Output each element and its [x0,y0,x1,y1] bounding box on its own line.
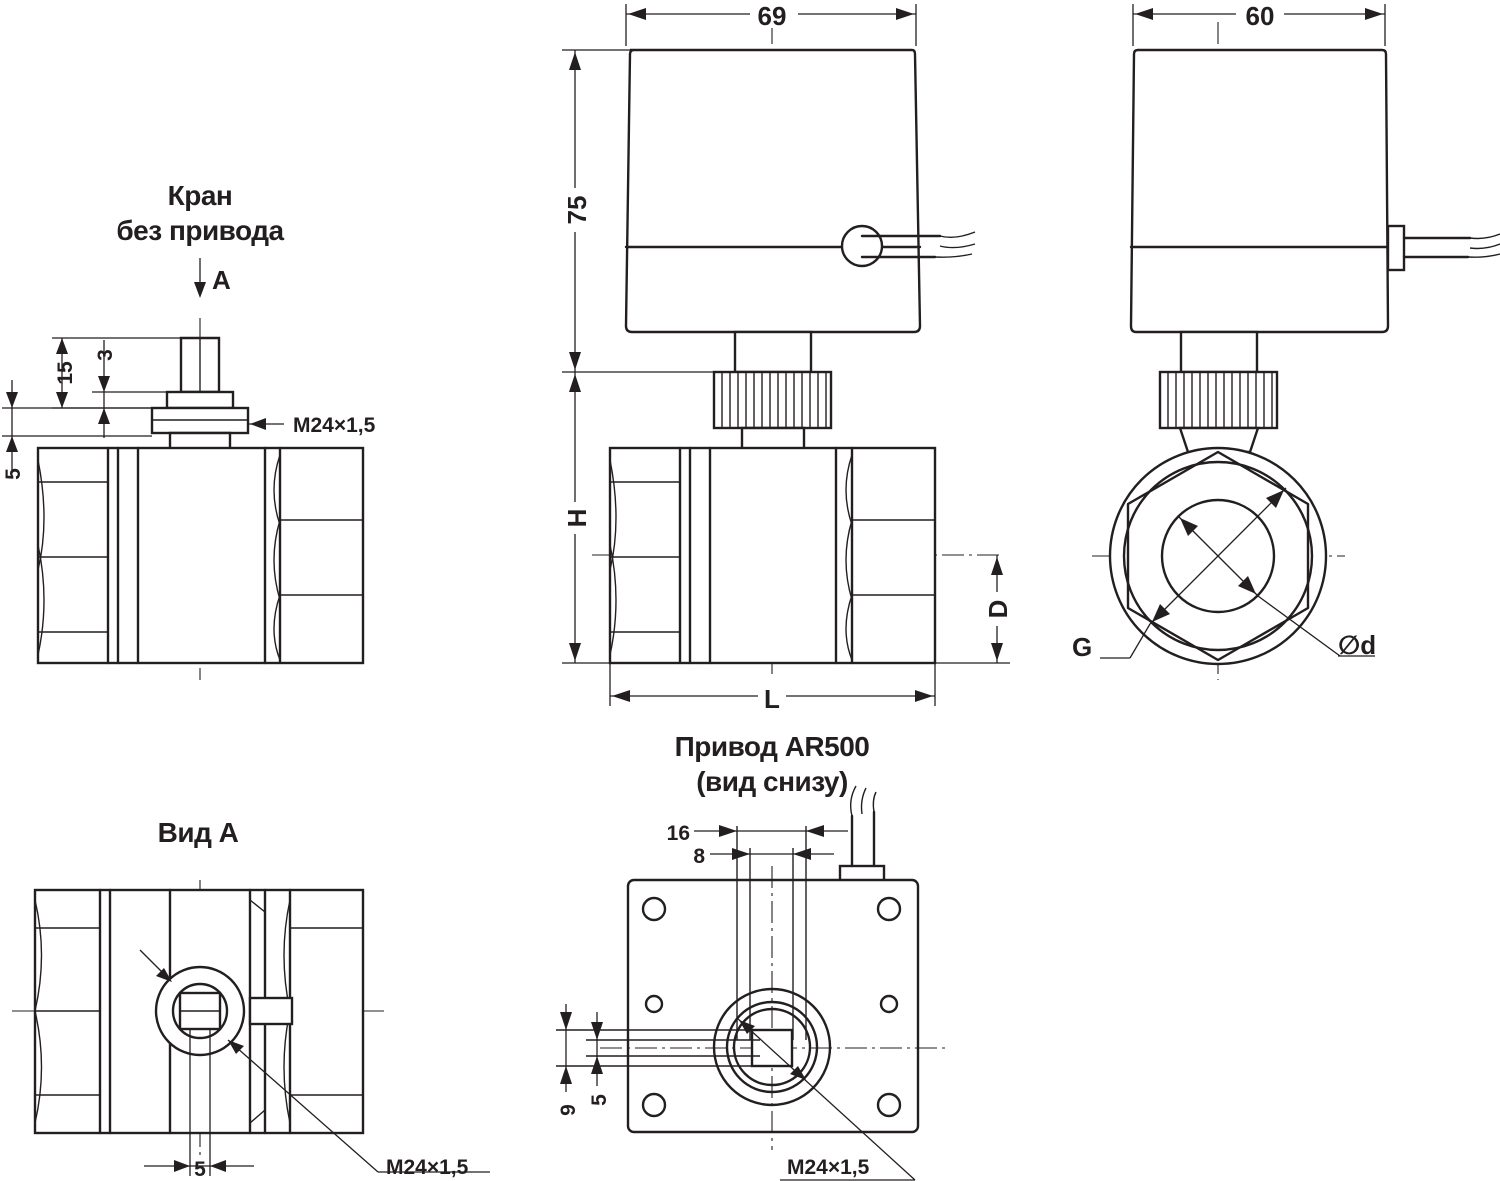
label-G: G [1072,632,1092,662]
dim-H: H [562,509,592,528]
dim-stem-15: 15 [54,361,77,385]
label-diameter-d: ∅d [1338,630,1376,660]
thread-label: M24×1,5 [293,414,376,437]
view-a: Вид А M24×1,5 [12,817,490,1181]
view-arrow-label: A [212,265,231,295]
view-a-title: Вид А [158,817,239,848]
valve-title-line2: без привода [116,215,284,246]
valve-title-line1: Кран [168,180,233,211]
actuator-thread: M24×1,5 [787,1156,870,1179]
actuator-dim-9: 9 [557,1104,580,1116]
view-a-dim-5: 5 [194,1158,206,1181]
front-assembly-view: 69 75 H D L [562,0,1014,714]
dim-height-75: 75 [562,196,592,225]
actuator-title-line1: Привод AR500 [675,731,870,762]
dim-nut-5: 5 [2,468,25,480]
dim-width-60: 60 [1246,1,1275,31]
side-assembly-view: G ∅d 60 [1072,0,1500,680]
actuator-dim-8: 8 [693,845,705,868]
actuator-bottom-view: Привод AR500 (вид снизу) 16 8 [556,731,945,1181]
actuator-dim-5: 5 [588,1094,611,1106]
view-a-thread: M24×1,5 [386,1156,469,1179]
valve-without-actuator-view: Кран без привода A [2,180,376,680]
actuator-title-line2: (вид снизу) [696,766,848,797]
dim-D: D [983,600,1013,619]
dim-L: L [764,684,780,714]
dim-flat-3: 3 [94,349,117,361]
actuator-dim-16: 16 [667,822,690,845]
dim-width-69: 69 [758,1,787,31]
